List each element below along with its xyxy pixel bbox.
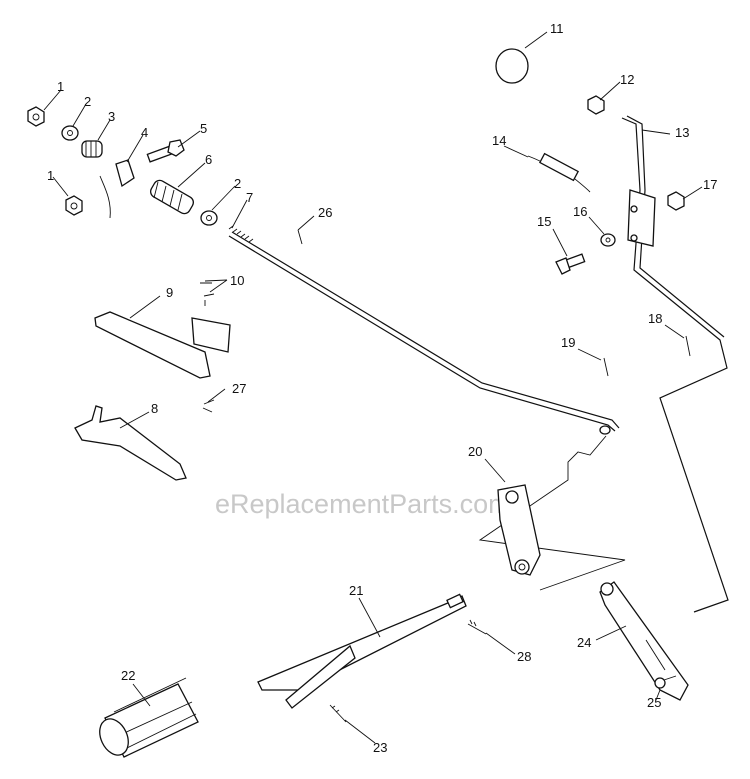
- callout-20: 20: [468, 444, 482, 459]
- callout-15: 15: [537, 214, 551, 229]
- callout-8: 8: [151, 401, 158, 416]
- pin-part-23: [329, 704, 347, 723]
- callout-5: 5: [200, 121, 207, 136]
- knob-part-11: [495, 48, 529, 84]
- callout-24: 24: [577, 635, 591, 650]
- callout-2a: 2: [84, 94, 91, 109]
- callout-19: 19: [561, 335, 575, 350]
- spring-part-3: [81, 140, 103, 158]
- pin-part-26: [297, 229, 303, 245]
- rod-part-7: [228, 225, 620, 435]
- nut-part-17: [667, 191, 685, 211]
- nut-part-1b: [65, 195, 83, 216]
- pin-part-18: [685, 335, 691, 357]
- leader-lines: [43, 31, 703, 744]
- callout-22: 22: [121, 668, 135, 683]
- callout-numbers: 1 2 3 4 5 6 1 2 7 26 10 9 27 8 11 12 13 …: [47, 21, 717, 755]
- spring-part-6: [149, 179, 195, 215]
- callout-27: 27: [232, 381, 246, 396]
- callout-17: 17: [703, 177, 717, 192]
- callout-1a: 1: [57, 79, 64, 94]
- callout-26: 26: [318, 205, 332, 220]
- pin-part-10: [200, 282, 215, 306]
- callout-25: 25: [647, 695, 661, 710]
- callout-16: 16: [573, 204, 587, 219]
- callout-18: 18: [648, 311, 662, 326]
- callout-13: 13: [675, 125, 689, 140]
- nut-part-12: [587, 95, 605, 115]
- callout-12: 12: [620, 72, 634, 87]
- callout-2b: 2: [234, 176, 241, 191]
- callout-3: 3: [108, 109, 115, 124]
- callout-14: 14: [492, 133, 506, 148]
- callout-9: 9: [166, 285, 173, 300]
- washer-part-16: [600, 233, 616, 247]
- pin-part-19: [603, 357, 609, 377]
- pin-part-28: [467, 619, 487, 635]
- washer-part-2b: [200, 210, 218, 226]
- callout-4: 4: [141, 125, 148, 140]
- pedal-lever-part-21: [257, 593, 467, 709]
- nut-part-1a: [27, 106, 45, 127]
- cotter-part-27: [202, 399, 215, 413]
- clip-part-4: [99, 159, 135, 219]
- callout-1b: 1: [47, 168, 54, 183]
- pedal-pad-part-22: [99, 677, 199, 758]
- plate-part-8: [74, 405, 187, 481]
- plate-part-9: [94, 311, 231, 379]
- callout-21: 21: [349, 583, 363, 598]
- watermark: eReplacementParts.com: [215, 489, 511, 519]
- callout-28: 28: [517, 649, 531, 664]
- bolt-part-15: [555, 253, 586, 275]
- callout-23: 23: [373, 740, 387, 755]
- break-line: [478, 435, 626, 591]
- bolt-part-25: [654, 675, 677, 689]
- washer-part-2a: [61, 125, 79, 141]
- bracket-part-20: [497, 484, 541, 576]
- callout-10: 10: [230, 273, 244, 288]
- bolt-part-5: [146, 139, 185, 163]
- callout-6: 6: [205, 152, 212, 167]
- callout-11: 11: [550, 21, 564, 36]
- lever-part-24: [599, 581, 689, 701]
- rod-part-13: [621, 115, 729, 613]
- callout-7: 7: [246, 190, 253, 205]
- spring-part-14: [527, 152, 591, 193]
